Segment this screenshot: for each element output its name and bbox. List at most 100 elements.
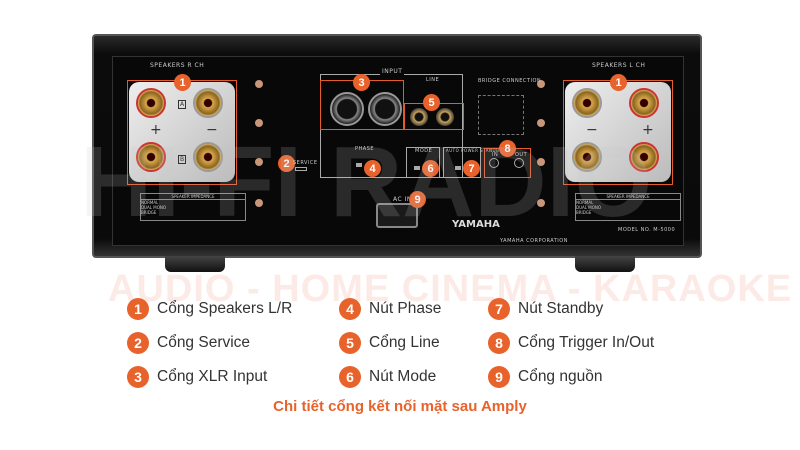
screw <box>255 199 263 207</box>
speaker-post <box>629 142 659 172</box>
callout-1: 1 <box>610 74 627 91</box>
corporation-label: YAMAHA CORPORATION <box>500 238 568 244</box>
input-label: INPUT <box>380 68 405 75</box>
legend-number: 7 <box>488 298 510 320</box>
auto-standby-label: AUTO POWER STANDBY <box>446 148 503 153</box>
terminal-a-label: A <box>178 100 187 109</box>
callout-4: 4 <box>364 160 381 177</box>
screw <box>537 199 545 207</box>
callout-9: 9 <box>409 191 426 208</box>
legend-number: 4 <box>339 298 361 320</box>
legend-item: 4 Nút Phase <box>339 297 441 321</box>
caption: Chi tiết cổng kết nối mặt sau Amply <box>273 398 527 415</box>
screw <box>255 158 263 166</box>
standby-section <box>443 147 481 178</box>
legend-number: 8 <box>488 332 510 354</box>
rca-line-right[interactable] <box>436 108 454 126</box>
yamaha-logo: YAMAHA <box>452 219 500 230</box>
watermark-tagline: AUDIO - HOME CINEMA - KARAOKE <box>108 268 793 310</box>
impedance-table-r: SPEAKER IMPEDANCE NORMAL DUAL MONO BRIDG… <box>140 193 246 221</box>
impedance-row: NORMAL <box>141 200 159 205</box>
xlr-input-left[interactable] <box>330 92 364 126</box>
model-number: MODEL NO. M-5000 <box>618 227 676 233</box>
terminal-b-label: B <box>178 155 187 164</box>
legend-item: 1 Cổng Speakers L/R <box>127 297 292 321</box>
legend-label: Nút Phase <box>369 300 442 317</box>
screw <box>537 80 545 88</box>
xlr-input-right[interactable] <box>368 92 402 126</box>
legend-number: 3 <box>127 366 149 388</box>
legend-item: 2 Cổng Service <box>127 331 292 355</box>
legend-number: 6 <box>339 366 361 388</box>
legend-item: 5 Cổng Line <box>339 331 441 355</box>
callout-6: 6 <box>422 160 439 177</box>
foot-left <box>165 256 225 272</box>
trigger-in-label: IN <box>492 152 499 158</box>
callout-1: 1 <box>174 74 191 91</box>
legend-label: Cổng Speakers L/R <box>157 300 293 317</box>
callout-7: 7 <box>463 160 480 177</box>
callout-2: 2 <box>278 155 295 172</box>
speaker-post <box>193 88 223 118</box>
impedance-row: BRIDGE <box>141 210 157 215</box>
legend-number: 9 <box>488 366 510 388</box>
trigger-out-jack[interactable] <box>514 158 524 168</box>
legend-number: 2 <box>127 332 149 354</box>
phase-label: PHASE <box>355 146 375 152</box>
legend-item: 6 Nút Mode <box>339 365 441 389</box>
service-port[interactable] <box>295 167 307 171</box>
legend-item: 9 Cổng nguồn <box>488 365 654 389</box>
legend-label: Cổng Trigger In/Out <box>518 334 655 351</box>
ac-power-inlet[interactable] <box>376 203 418 228</box>
foot-right <box>575 256 635 272</box>
speaker-post <box>629 88 659 118</box>
legend-column-2: 4 Nút Phase 5 Cổng Line 6 Nút Mode <box>339 297 441 389</box>
service-label: SERVICE <box>293 160 318 166</box>
bridge-connection-label: BRIDGE CONNECTION <box>478 78 542 84</box>
legend-number: 1 <box>127 298 149 320</box>
bridge-diagram <box>478 95 524 135</box>
callout-5: 5 <box>423 94 440 111</box>
legend-label: Cổng Service <box>157 334 251 351</box>
plus-sign: + <box>150 122 162 138</box>
legend-label: Nút Mode <box>369 368 437 385</box>
legend-number: 5 <box>339 332 361 354</box>
standby-switch[interactable] <box>455 166 461 170</box>
callout-8: 8 <box>499 140 516 157</box>
screw <box>255 119 263 127</box>
legend-label: Nút Standby <box>518 300 604 317</box>
minus-sign: − <box>206 122 218 138</box>
minus-sign: − <box>586 122 598 138</box>
legend-column-3: 7 Nút Standby 8 Cổng Trigger In/Out 9 Cổng … <box>488 297 654 389</box>
impedance-row: DUAL MONO <box>141 205 166 210</box>
legend-item: 7 Nút Standby <box>488 297 654 321</box>
impedance-row: DUAL MONO <box>576 205 601 210</box>
speaker-post <box>136 88 166 118</box>
legend-label: Cổng Line <box>369 334 440 351</box>
screw <box>537 119 545 127</box>
impedance-title: SPEAKER IMPEDANCE <box>576 194 680 200</box>
mode-label: MODE <box>415 148 433 154</box>
speaker-post <box>193 142 223 172</box>
watermark-brand: HI-FI RADIO <box>80 126 653 238</box>
phase-switch[interactable] <box>356 163 362 167</box>
trigger-out-label: OUT <box>515 152 528 158</box>
legend-item: 8 Cổng Trigger In/Out <box>488 331 654 355</box>
rca-line-left[interactable] <box>410 108 428 126</box>
plus-sign: + <box>642 122 654 138</box>
mode-switch[interactable] <box>414 166 420 170</box>
impedance-row: NORMAL <box>576 200 594 205</box>
ac-in-label: AC IN <box>393 196 412 203</box>
line-label: LINE <box>426 77 440 83</box>
speakers-r-label: SPEAKERS R CH <box>150 62 205 69</box>
speaker-post <box>136 142 166 172</box>
mode-section <box>406 147 440 178</box>
impedance-title: SPEAKER IMPEDANCE <box>141 194 245 200</box>
legend-label: Cổng nguồn <box>518 368 603 385</box>
screw <box>255 80 263 88</box>
trigger-in-jack[interactable] <box>489 158 499 168</box>
callout-3: 3 <box>353 74 370 91</box>
speaker-post <box>572 88 602 118</box>
